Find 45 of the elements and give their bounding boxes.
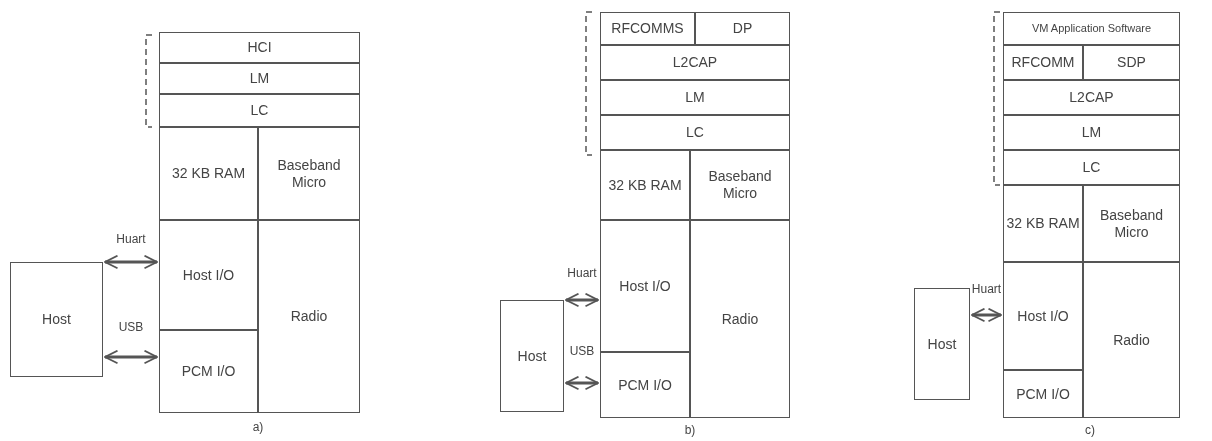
layer-box: VM Application Software bbox=[1003, 12, 1180, 45]
double-arrow bbox=[565, 375, 599, 391]
edge-label: Huart bbox=[971, 282, 1002, 296]
edge-label: Huart bbox=[567, 266, 597, 280]
edge-label: USB bbox=[118, 320, 144, 334]
layer-box: LC bbox=[1003, 150, 1180, 185]
host-box: Host bbox=[500, 300, 564, 412]
memory-box: 32 KB RAM bbox=[159, 127, 258, 220]
layer-box: RFCOMM bbox=[1003, 45, 1083, 80]
processor-box: Baseband Micro bbox=[690, 150, 790, 220]
layer-box: L2CAP bbox=[1003, 80, 1180, 115]
edge-label: USB bbox=[569, 344, 595, 358]
edge-label: Huart bbox=[116, 232, 146, 246]
layer-box: LC bbox=[159, 94, 360, 127]
layer-box: SDP bbox=[1083, 45, 1180, 80]
host-box: Host bbox=[10, 262, 103, 377]
radio-box: Radio bbox=[690, 220, 790, 418]
interface-box: Host I/O bbox=[159, 220, 258, 330]
interface-box: PCM I/O bbox=[600, 352, 690, 418]
double-arrow bbox=[104, 254, 158, 270]
panel-caption: c) bbox=[1085, 423, 1095, 437]
interface-box: PCM I/O bbox=[1003, 370, 1083, 418]
interface-box: Host I/O bbox=[600, 220, 690, 352]
double-arrow bbox=[565, 292, 599, 308]
layer-box: RFCOMMS bbox=[600, 12, 695, 45]
layer-box: LM bbox=[159, 63, 360, 94]
panel-caption: a) bbox=[252, 420, 264, 434]
radio-box: Radio bbox=[1083, 262, 1180, 418]
layer-box: LM bbox=[1003, 115, 1180, 150]
processor-box: Baseband Micro bbox=[1083, 185, 1180, 262]
layer-box: LM bbox=[600, 80, 790, 115]
interface-box: PCM I/O bbox=[159, 330, 258, 413]
double-arrow bbox=[971, 307, 1002, 323]
memory-box: 32 KB RAM bbox=[1003, 185, 1083, 262]
radio-box: Radio bbox=[258, 220, 360, 413]
layer-box: LC bbox=[600, 115, 790, 150]
double-arrow bbox=[104, 349, 158, 365]
host-box: Host bbox=[914, 288, 970, 400]
layer-box: HCI bbox=[159, 32, 360, 63]
interface-box: Host I/O bbox=[1003, 262, 1083, 370]
layer-box: DP bbox=[695, 12, 790, 45]
memory-box: 32 KB RAM bbox=[600, 150, 690, 220]
layer-box: L2CAP bbox=[600, 45, 790, 80]
processor-box: Baseband Micro bbox=[258, 127, 360, 220]
panel-caption: b) bbox=[684, 423, 696, 437]
